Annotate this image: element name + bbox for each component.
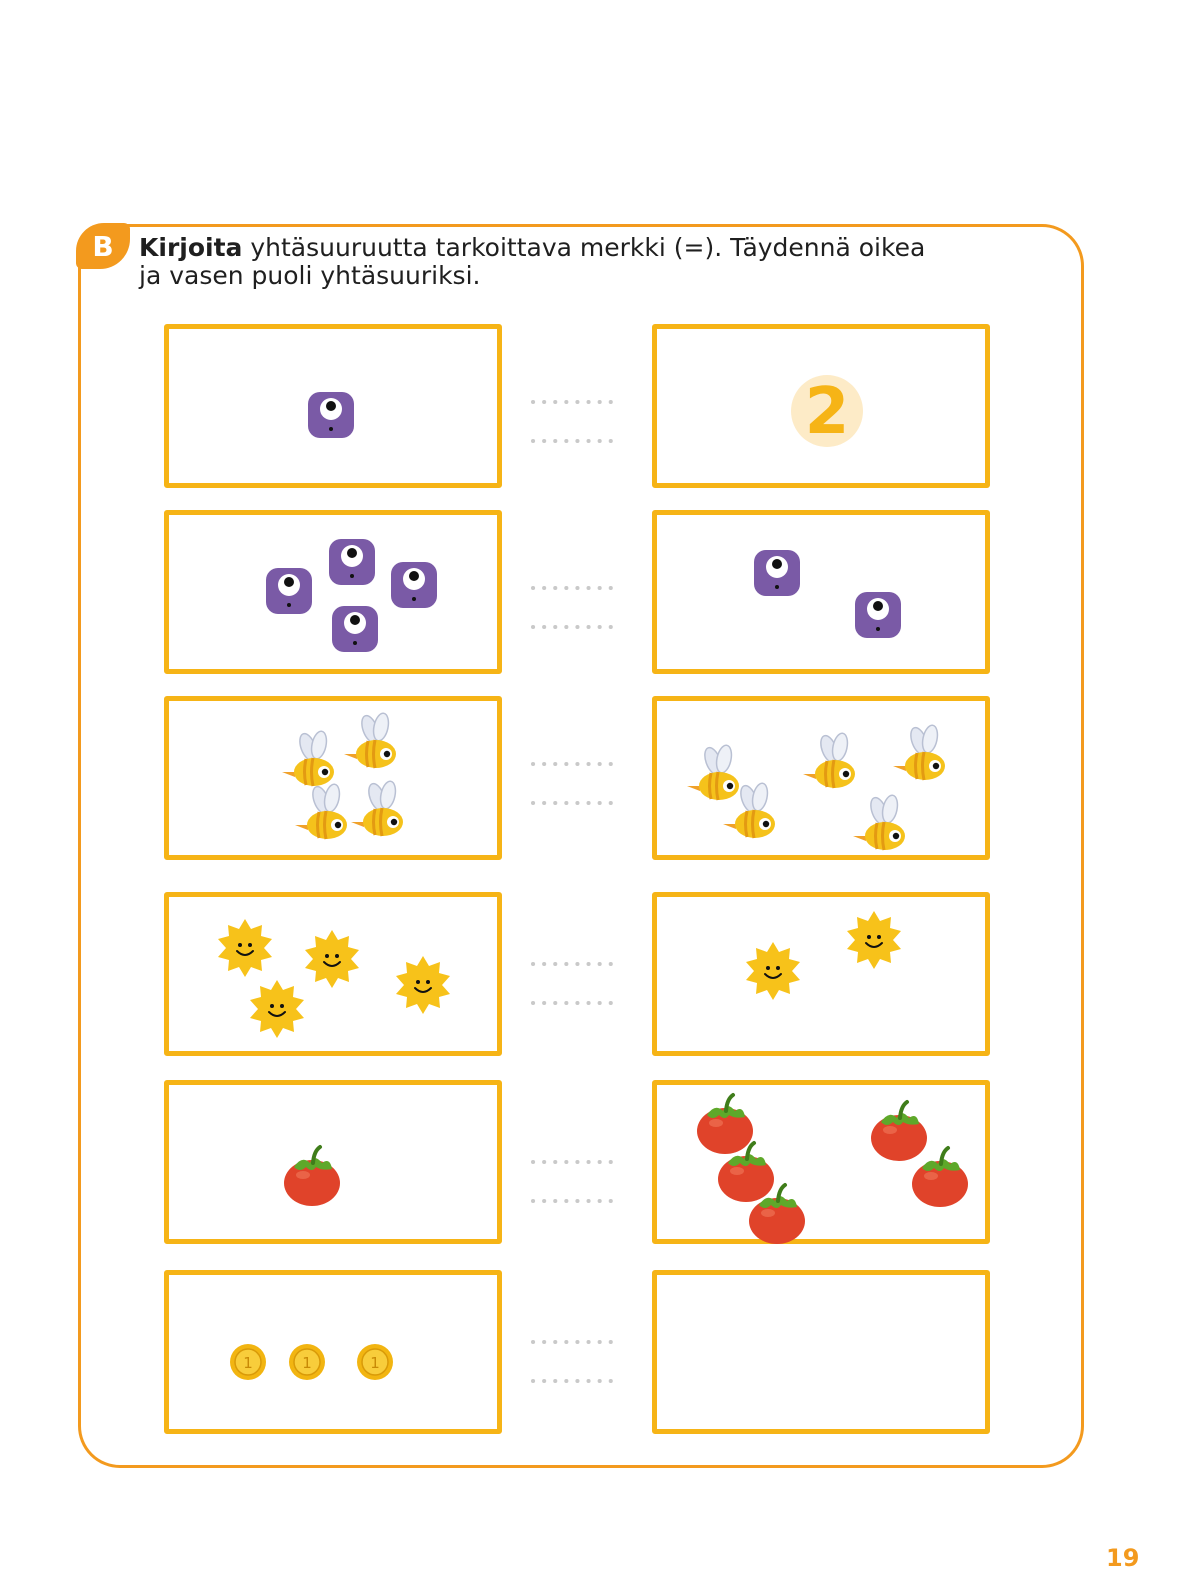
tomato-icon (718, 1141, 774, 1202)
svg-text:1: 1 (243, 1354, 253, 1372)
sun-icon (305, 930, 359, 988)
answer-dots-lower-2[interactable] (530, 615, 622, 629)
answer-dots-upper-3[interactable] (530, 752, 622, 766)
bee-group (687, 724, 945, 851)
coin-icon: 1 (357, 1344, 393, 1380)
bee-icon (723, 782, 775, 839)
tomato-icon (697, 1093, 753, 1154)
sun-icon (746, 942, 800, 1000)
tomato-group (284, 1145, 340, 1206)
right-box-3 (652, 696, 990, 860)
bee-icon (282, 730, 334, 787)
bee-icon (687, 744, 739, 801)
numeral-background (791, 375, 863, 447)
left-box-4 (164, 892, 502, 1056)
tomato-icon (912, 1146, 968, 1207)
page-number: 19 (1106, 1544, 1140, 1572)
left-box-3 (164, 696, 502, 860)
answer-dots-upper-2[interactable] (530, 576, 622, 590)
answer-dots-lower-3[interactable] (530, 791, 622, 805)
numeral-2: 2 (805, 375, 850, 449)
right-box-6-drawing-area[interactable] (652, 1270, 990, 1434)
bee-group (282, 712, 403, 840)
answer-dots-upper-5[interactable] (530, 1150, 622, 1164)
exercise-instruction: Kirjoita yhtäsuuruutta tarkoittava merkk… (139, 234, 1019, 290)
coin-icon: 1 (289, 1344, 325, 1380)
tomato-icon (749, 1183, 805, 1244)
right-box-1: 2 (652, 324, 990, 488)
monster-group (754, 550, 901, 638)
answer-dots-lower-4[interactable] (530, 991, 622, 1005)
answer-dots-lower-1[interactable] (530, 429, 622, 443)
monster-icon (266, 568, 312, 614)
monster-group (308, 392, 354, 438)
left-box-6: 1 1 1 (164, 1270, 502, 1434)
answer-dots-lower-6[interactable] (530, 1369, 622, 1383)
sun-group (218, 919, 450, 1038)
monster-icon (754, 550, 800, 596)
tomato-icon (871, 1100, 927, 1161)
instruction-bold: Kirjoita (139, 233, 243, 262)
bee-icon (803, 732, 855, 789)
tomato-icon (284, 1145, 340, 1206)
sun-group (746, 911, 901, 1000)
sun-icon (218, 919, 272, 977)
left-box-2 (164, 510, 502, 674)
sun-icon (396, 956, 450, 1014)
bee-icon (853, 794, 905, 851)
tomato-group (697, 1093, 968, 1244)
bee-icon (893, 724, 945, 781)
monster-icon (308, 392, 354, 438)
monster-icon (332, 606, 378, 652)
bee-icon (295, 783, 347, 840)
coin-group: 1 1 1 (230, 1344, 393, 1380)
instruction-line1: yhtäsuuruutta tarkoittava merkki (=). Tä… (242, 233, 926, 262)
sun-icon (847, 911, 901, 969)
right-box-5 (652, 1080, 990, 1244)
instruction-line2: ja vasen puoli yhtäsuuriksi. (139, 261, 481, 290)
bee-icon (351, 780, 403, 837)
right-box-4 (652, 892, 990, 1056)
answer-dots-upper-4[interactable] (530, 952, 622, 966)
monster-icon (329, 539, 375, 585)
monster-group (266, 539, 437, 652)
svg-text:1: 1 (302, 1354, 312, 1372)
monster-icon (391, 562, 437, 608)
monster-icon (855, 592, 901, 638)
svg-text:1: 1 (370, 1354, 380, 1372)
answer-dots-upper-1[interactable] (530, 390, 622, 404)
left-box-5 (164, 1080, 502, 1244)
coin-icon: 1 (230, 1344, 266, 1380)
answer-dots-lower-5[interactable] (530, 1189, 622, 1203)
sun-icon (250, 980, 304, 1038)
exercise-frame (78, 224, 1084, 1468)
left-box-1 (164, 324, 502, 488)
right-box-2 (652, 510, 990, 674)
answer-dots-upper-6[interactable] (530, 1330, 622, 1344)
bee-icon (344, 712, 396, 769)
